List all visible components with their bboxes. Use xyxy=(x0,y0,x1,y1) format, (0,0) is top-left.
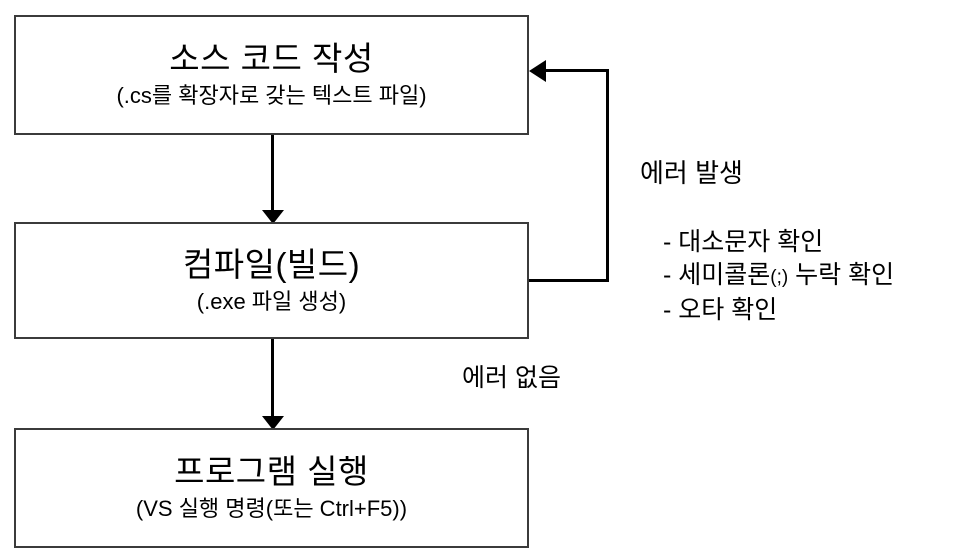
flow-box-source-code: 소스 코드 작성 (.cs를 확장자로 갖는 텍스트 파일) xyxy=(14,15,529,135)
label-no-error: 에러 없음 xyxy=(462,364,561,392)
checklist-bullet: - xyxy=(663,261,672,289)
flow-box-source-code-subtitle: (.cs를 확장자로 갖는 텍스트 파일) xyxy=(116,83,427,108)
checklist-text: 세미콜론 xyxy=(678,261,771,289)
arrow-head-down-icon xyxy=(262,416,284,430)
feedback-loop-segment-right xyxy=(606,69,609,282)
checklist-text-tail: 누락 확인 xyxy=(788,261,895,289)
checklist-text: 대소문자 확인 xyxy=(678,228,824,256)
flow-box-run-program-title: 프로그램 실행 xyxy=(174,453,369,490)
checklist-item: - 세미콜론(;) 누락 확인 xyxy=(663,259,894,294)
feedback-loop-segment-top xyxy=(544,69,609,72)
checklist-text: 오타 확인 xyxy=(678,296,778,324)
arrow-head-down-icon xyxy=(262,210,284,224)
label-error-occurred: 에러 발생 xyxy=(640,158,743,188)
flow-box-compile-build: 컴파일(빌드) (.exe 파일 생성) xyxy=(14,222,529,339)
error-checklist: - 대소문자 확인 - 세미콜론(;) 누락 확인 - 오타 확인 xyxy=(663,226,894,327)
checklist-bullet: - xyxy=(663,296,672,324)
checklist-semicolon: (;) xyxy=(770,267,789,288)
flow-box-compile-build-title: 컴파일(빌드) xyxy=(182,245,361,283)
feedback-loop-segment-bottom xyxy=(529,279,609,282)
flow-box-run-program-subtitle: (VS 실행 명령(또는 Ctrl+F5)) xyxy=(135,496,408,521)
checklist-item: - 대소문자 확인 xyxy=(663,226,894,259)
flow-box-compile-build-subtitle: (.exe 파일 생성) xyxy=(196,288,347,314)
connector-source-to-compile xyxy=(271,135,274,213)
flow-box-run-program: 프로그램 실행 (VS 실행 명령(또는 Ctrl+F5)) xyxy=(14,428,529,548)
connector-compile-to-run xyxy=(271,339,274,419)
checklist-item: - 오타 확인 xyxy=(663,294,894,327)
checklist-bullet: - xyxy=(663,228,672,256)
arrow-head-left-icon xyxy=(529,60,546,82)
flow-box-source-code-title: 소스 코드 작성 xyxy=(169,40,374,77)
